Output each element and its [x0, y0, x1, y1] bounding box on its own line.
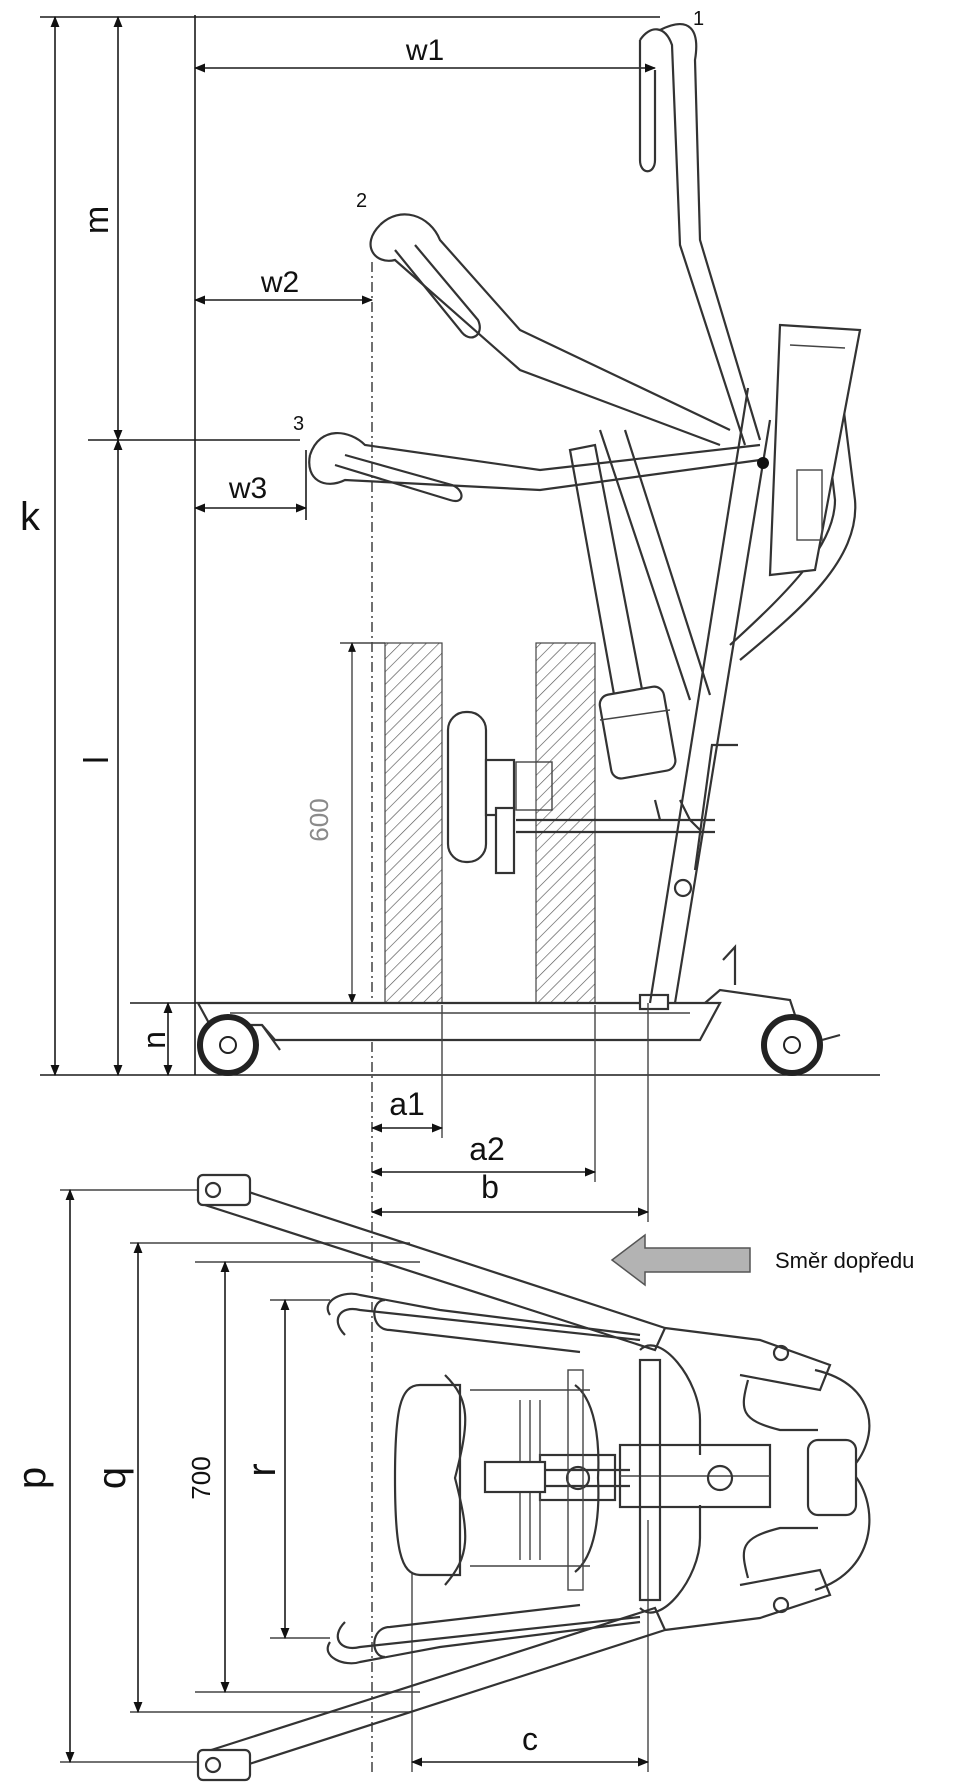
boom-joint	[538, 1453, 617, 1502]
boom-strut-b	[623, 429, 712, 696]
handle-loop-upper-2	[373, 1298, 581, 1354]
label-q: q	[90, 1467, 134, 1489]
push-handle-top-upper	[742, 1379, 818, 1432]
middle-handle-upper	[379, 213, 731, 431]
base-clamp	[638, 993, 670, 1011]
knee-pad-post	[494, 806, 516, 875]
top-view: b Směr dopředu p q 700 r c	[10, 1169, 914, 1782]
lower-handle-upper	[308, 432, 761, 472]
handle-loop-upper-outer	[326, 1292, 641, 1337]
top-handle-bar-lower	[639, 1505, 702, 1614]
knee-pad-adjuster	[515, 761, 553, 811]
label-700: 700	[186, 1456, 216, 1499]
handle-marker-1: 1	[693, 8, 704, 30]
direction-label: Směr dopředu	[775, 1248, 914, 1273]
label-k: k	[20, 495, 41, 539]
upper-handle-tube-a	[659, 23, 762, 441]
top-handle-bar-upper	[639, 1344, 702, 1455]
hatched-block-rear	[535, 642, 596, 1006]
hatched-block-front	[384, 642, 443, 1006]
mast-detail	[693, 743, 738, 871]
pivot-point	[757, 457, 769, 469]
upper-handle-tube-b	[639, 28, 747, 446]
actuator-motor	[598, 685, 677, 780]
label-w3: w3	[228, 472, 267, 505]
front-bracket	[261, 1024, 281, 1051]
middle-handle-lower	[369, 224, 721, 447]
label-p: p	[10, 1467, 54, 1489]
knee-pad-top	[393, 1383, 462, 1577]
lower-handle-loop	[334, 453, 463, 503]
direction-arrow	[610, 1233, 751, 1287]
push-handle-top-lower	[742, 1526, 818, 1579]
label-n: n	[136, 1031, 172, 1049]
label-a1: a1	[389, 1086, 425, 1122]
battery-box	[768, 323, 862, 577]
knee-pad-contour	[444, 1374, 467, 1586]
side-view: k m l n w1 w2 w3 1 2 3 600	[20, 8, 880, 1775]
label-r: r	[240, 1463, 284, 1476]
label-m: m	[78, 206, 116, 234]
knee-pad-rear-contour	[574, 1384, 600, 1573]
rear-caster-upper	[772, 1344, 790, 1362]
label-w2: w2	[260, 266, 299, 299]
top-leg-upper	[203, 1178, 667, 1352]
middle-handle-loop	[394, 244, 481, 339]
handle-loop-lower-2	[373, 1603, 581, 1659]
knee-pad	[446, 710, 488, 864]
label-c: c	[522, 1721, 538, 1757]
mast-pivot-top	[706, 1464, 734, 1492]
front-wheel-hub	[219, 1036, 237, 1054]
knee-support-clamp	[653, 799, 701, 831]
handle-loop-lower-outer	[326, 1620, 641, 1665]
motor-band	[599, 709, 671, 721]
rear-wheel-hub	[783, 1036, 801, 1054]
battery-detail-1	[789, 344, 846, 349]
label-b: b	[481, 1169, 499, 1205]
handle-loop-upper-inner	[336, 1307, 641, 1342]
battery-display	[796, 469, 823, 541]
upper-handle-loop	[638, 40, 657, 173]
handle-marker-2: 2	[356, 190, 367, 212]
handle-loop-lower-inner	[336, 1615, 641, 1650]
lower-handle-lower	[308, 454, 761, 492]
mast-front-edge	[648, 387, 750, 1004]
knee-pad-bracket	[484, 758, 516, 817]
boom-strut-a	[598, 429, 692, 701]
mast-lever	[722, 944, 737, 985]
boom-pivot	[565, 1465, 591, 1491]
label-600: 600	[304, 798, 334, 841]
mast-knob	[673, 878, 693, 898]
rear-chassis-upper	[664, 1326, 832, 1392]
lower-caster-pivot	[204, 1756, 222, 1774]
rear-caster-lower	[772, 1596, 790, 1614]
control-box-top	[806, 1438, 858, 1517]
inner-frame-top	[567, 1369, 584, 1591]
mast-rear-edge	[673, 419, 772, 1004]
handle-marker-3: 3	[293, 413, 304, 435]
knee-clamp-top	[483, 1460, 547, 1494]
brake-pedal	[821, 1033, 841, 1042]
label-l: l	[78, 756, 116, 764]
mast-upright-top	[638, 1358, 662, 1602]
label-a2: a2	[469, 1131, 505, 1167]
rear-chassis-lower	[664, 1568, 832, 1632]
label-w1: w1	[405, 34, 444, 67]
upper-caster-pivot	[204, 1181, 222, 1199]
